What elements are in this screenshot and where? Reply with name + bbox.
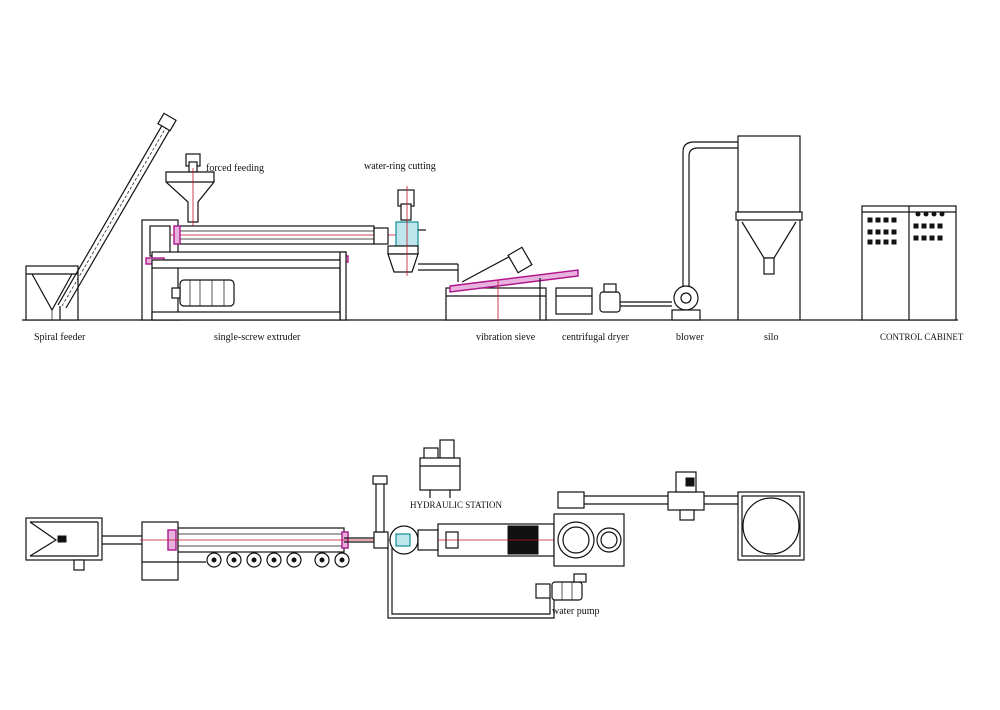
plan-dryer [553, 513, 625, 567]
silo [735, 135, 803, 320]
label-forced-feeding: forced feeding [206, 163, 264, 174]
control-cabinet [861, 205, 957, 321]
plan-blower-pipe [557, 471, 738, 521]
plan-water-tank [387, 523, 580, 619]
plan-view: HYDRAULIC STATION water pump [25, 439, 805, 619]
cabinet-indicators [867, 211, 945, 245]
label-hydraulic-station: HYDRAULIC STATION [410, 500, 503, 510]
label-blower: blower [676, 332, 704, 343]
heater-fans [206, 552, 350, 568]
label-water-pump: water pump [552, 606, 600, 617]
plan-feeder [25, 517, 142, 571]
elevation-view: Spiral feeder forced feeding water-ring … [22, 112, 964, 343]
plan-die-cutter [372, 475, 439, 555]
vibration-sieve [445, 246, 579, 321]
plan-extruder [140, 521, 420, 581]
water-ring-cutter [373, 186, 459, 282]
water-pump [535, 573, 587, 601]
centrifugal-dryer [555, 283, 672, 315]
label-silo: silo [764, 332, 778, 343]
label-water-ring-cutting: water-ring cutting [364, 161, 436, 172]
hydraulic-station [419, 439, 461, 498]
single-screw-extruder [141, 219, 400, 321]
spiral-feeder [25, 112, 177, 321]
plan-silo [737, 491, 805, 561]
label-centrifugal-dryer: centrifugal dryer [562, 332, 630, 343]
label-vibration-sieve: vibration sieve [476, 332, 536, 343]
blower [671, 141, 773, 321]
label-single-screw-extruder: single-screw extruder [214, 332, 301, 343]
label-control-cabinet: CONTROL CABINET [880, 332, 964, 342]
forced-feeding-hopper [165, 153, 215, 232]
label-spiral-feeder: Spiral feeder [34, 332, 86, 343]
